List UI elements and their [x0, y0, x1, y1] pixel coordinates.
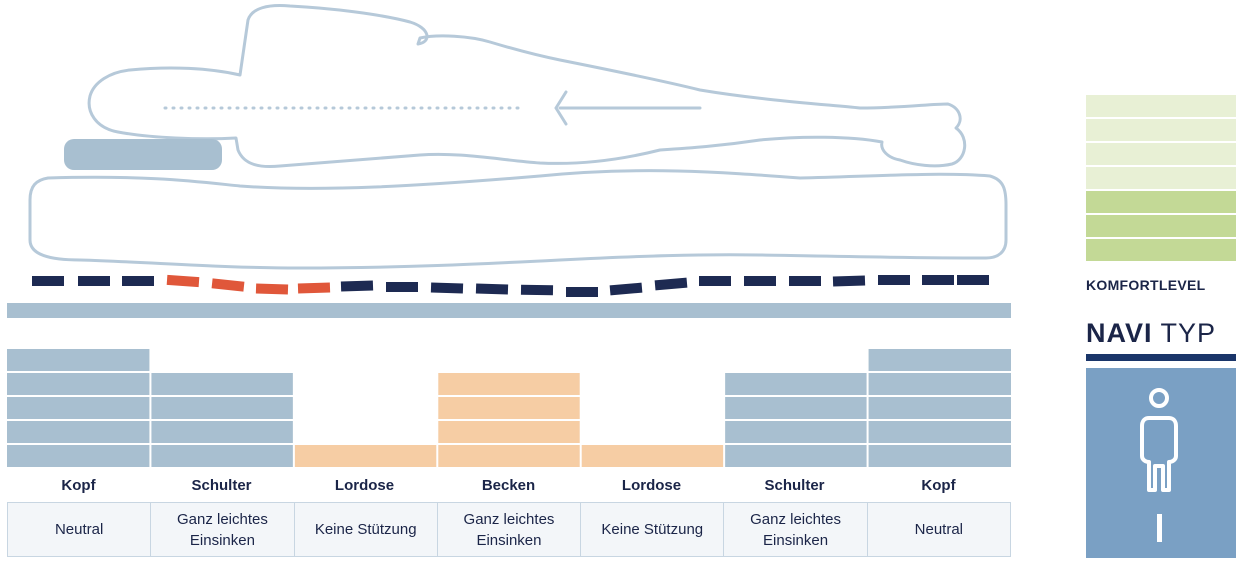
zone-bar-segment: [151, 373, 293, 395]
navi-title-bold: NAVI: [1086, 318, 1153, 348]
zone-label-lordose-left: Lordose: [334, 477, 395, 494]
zone-bar-segment: [868, 397, 1011, 419]
spine-dash-orange: [255, 283, 289, 295]
zone-bar-segment: [438, 421, 580, 443]
spine-dash-navy: [789, 276, 821, 286]
zone-bar-segment: [581, 445, 724, 467]
zone-description-cell: Ganz leichtes Einsinken: [724, 503, 868, 556]
comfort-level-segment: [1086, 215, 1236, 237]
spine-dash-navy: [832, 275, 866, 287]
mattress-illustration: [7, 4, 1011, 318]
navi-underline-bar: [1086, 354, 1236, 361]
spine-dash-orange: [211, 278, 245, 292]
zone-description-table: Neutral Ganz leichtes Einsinken Keine St…: [7, 502, 1011, 557]
spine-dash-navy: [922, 275, 954, 285]
zone-description-cell: Ganz leichtes Einsinken: [437, 503, 582, 556]
zone-description-cell: Ganz leichtes Einsinken: [151, 503, 295, 556]
comfort-level-segment: [1086, 167, 1236, 189]
zone-bar-segment: [868, 349, 1011, 371]
zone-bar-segment: [868, 373, 1011, 395]
navi-type-title: NAVI TYP: [1086, 318, 1236, 349]
spine-dash-navy: [32, 276, 64, 286]
spine-dash-orange: [297, 282, 331, 294]
spine-dash-navy: [122, 276, 154, 286]
zone-bar-segment: [151, 397, 293, 419]
zone-bar-segment: [438, 397, 580, 419]
pillow: [64, 139, 222, 170]
zone-bar-segment: [7, 421, 150, 443]
mattress-base-bar: [7, 303, 1011, 318]
spine-dash-navy: [520, 284, 554, 296]
body-silhouette: [87, 4, 967, 169]
spine-dash-navy: [566, 287, 598, 297]
zone-label-schulter-left: Schulter: [191, 477, 252, 494]
spine-dash-navy: [78, 276, 110, 286]
mattress: [28, 169, 1008, 270]
spine-dash-navy: [386, 282, 418, 292]
spine-dash-navy: [744, 276, 776, 286]
zone-label-kopf-left: Kopf: [61, 477, 96, 494]
comfort-level-segment: [1086, 119, 1236, 141]
zone-bar-segment: [7, 397, 150, 419]
zone-label-becken: Becken: [481, 477, 536, 494]
spine-dash-navy: [475, 283, 509, 295]
zone-bar-segment: [868, 445, 1011, 467]
zone-description-cell: Neutral: [867, 503, 1010, 556]
spine-dash-navy: [609, 282, 643, 296]
zone-bars: [7, 349, 1011, 467]
zone-label-kopf-right: Kopf: [921, 477, 956, 494]
comfort-level-segment: [1086, 143, 1236, 165]
comfort-level-segment: [1086, 95, 1236, 117]
zone-bar-segment: [151, 421, 293, 443]
zone-description-cell: Neutral: [8, 503, 152, 556]
spine-support-dashes: [32, 274, 989, 297]
zone-bar-segment: [294, 445, 437, 467]
spine-dash-navy: [699, 276, 731, 286]
zone-bar-segment: [725, 445, 867, 467]
zone-bar-segment: [7, 349, 150, 371]
zone-description-cell: Keine Stützung: [294, 503, 438, 556]
comfort-level-label: KOMFORTLEVEL: [1086, 277, 1206, 293]
zone-label-schulter-right: Schulter: [764, 477, 825, 494]
spine-dash-orange: [166, 274, 200, 288]
zone-bar-segment: [151, 445, 293, 467]
spine-dash-navy: [654, 277, 688, 291]
zone-bar-segment: [438, 373, 580, 395]
spine-dash-navy: [430, 282, 464, 294]
comfort-level-segment: [1086, 191, 1236, 213]
arm-arrow: [554, 90, 702, 126]
navi-type-panel: [1086, 368, 1236, 558]
zone-bar-segment: [438, 445, 580, 467]
spine-dash-navy: [878, 275, 910, 285]
zone-bar-segment: [868, 421, 1011, 443]
comfort-level-segment: [1086, 239, 1236, 261]
zone-bar-segment: [725, 373, 867, 395]
spine-dash-navy: [340, 280, 374, 292]
navi-title-light: TYP: [1160, 318, 1217, 348]
comfort-level-scale: [1086, 95, 1236, 261]
person-standing-icon: [1140, 388, 1178, 542]
zone-label-lordose-right: Lordose: [621, 477, 682, 494]
zone-bar-segment: [725, 397, 867, 419]
zone-bar-segment: [725, 421, 867, 443]
zone-bar-segment: [7, 373, 150, 395]
spine-dash-navy: [957, 275, 989, 285]
zone-description-cell: Keine Stützung: [581, 503, 725, 556]
zone-bar-segment: [7, 445, 150, 467]
